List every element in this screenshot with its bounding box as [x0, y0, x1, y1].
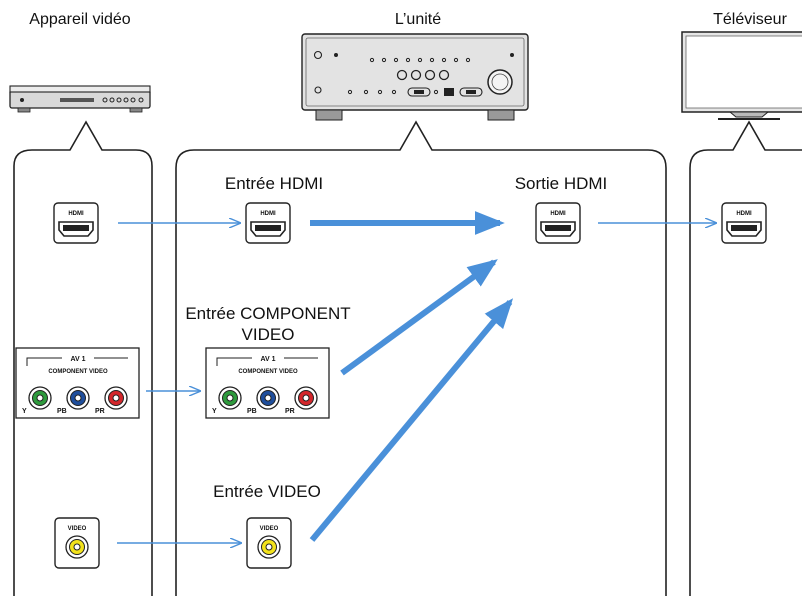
- hdmi-jack-video-device: HDMI: [53, 202, 99, 244]
- video-player-illustration: [9, 85, 151, 113]
- signal-arrow-component: [340, 259, 498, 376]
- jack-y-green: [28, 386, 52, 410]
- hdmi-output-label: Sortie HDMI: [515, 174, 608, 193]
- hdmi-input-label: Entrée HDMI: [225, 174, 323, 193]
- pr-label: PR: [95, 408, 105, 415]
- tv-illustration: [681, 31, 802, 120]
- component-panel-unit: AV 1 COMPONENT VIDEO Y PB PR: [205, 347, 330, 419]
- jack-pr-red: [294, 386, 318, 410]
- jack-y-green: [218, 386, 242, 410]
- hdmi-jack-unit-output: HDMI: [535, 202, 581, 244]
- video-input-label: Entrée VIDEO: [213, 482, 321, 501]
- hdmi-jack-unit-input: HDMI: [245, 202, 291, 244]
- y-label: Y: [22, 408, 27, 415]
- video-device-frame: [13, 120, 153, 596]
- component-input-label-line1: Entrée COMPONENT: [185, 304, 350, 323]
- component-video-label: COMPONENT VIDEO: [48, 369, 108, 375]
- tv-frame: [689, 120, 802, 596]
- av1-label: AV 1: [70, 356, 85, 363]
- hdmi-jack-label: HDMI: [260, 211, 276, 217]
- hdmi-jack-tv: HDMI: [721, 202, 767, 244]
- hdmi-jack-label: HDMI: [550, 211, 566, 217]
- signal-arrow-video: [309, 298, 514, 542]
- receiver-illustration: [301, 33, 529, 121]
- jack-pr-red: [104, 386, 128, 410]
- video-device-title: Appareil vidéo: [29, 11, 131, 28]
- hdmi-jack-label: HDMI: [68, 211, 84, 217]
- video-jack-unit: VIDEO: [246, 517, 292, 569]
- av1-label: AV 1: [260, 356, 275, 363]
- unit-frame: [175, 120, 667, 596]
- jack-pb-blue: [256, 386, 280, 410]
- pr-label: PR: [285, 408, 295, 415]
- y-label: Y: [212, 408, 217, 415]
- component-panel-video-device: AV 1 COMPONENT VIDEO Y PB PR: [15, 347, 140, 419]
- video-jack-label: VIDEO: [260, 526, 279, 532]
- video-jack-video-device: VIDEO: [54, 517, 100, 569]
- tv-title: Téléviseur: [713, 11, 787, 28]
- jack-pb-blue: [66, 386, 90, 410]
- hdmi-jack-label: HDMI: [736, 211, 752, 217]
- unit-title: L’unité: [395, 11, 441, 28]
- video-jack-label: VIDEO: [68, 526, 87, 532]
- pb-label: PB: [247, 408, 257, 415]
- pb-label: PB: [57, 408, 67, 415]
- component-video-label: COMPONENT VIDEO: [238, 369, 298, 375]
- component-input-label-line2: VIDEO: [242, 325, 295, 344]
